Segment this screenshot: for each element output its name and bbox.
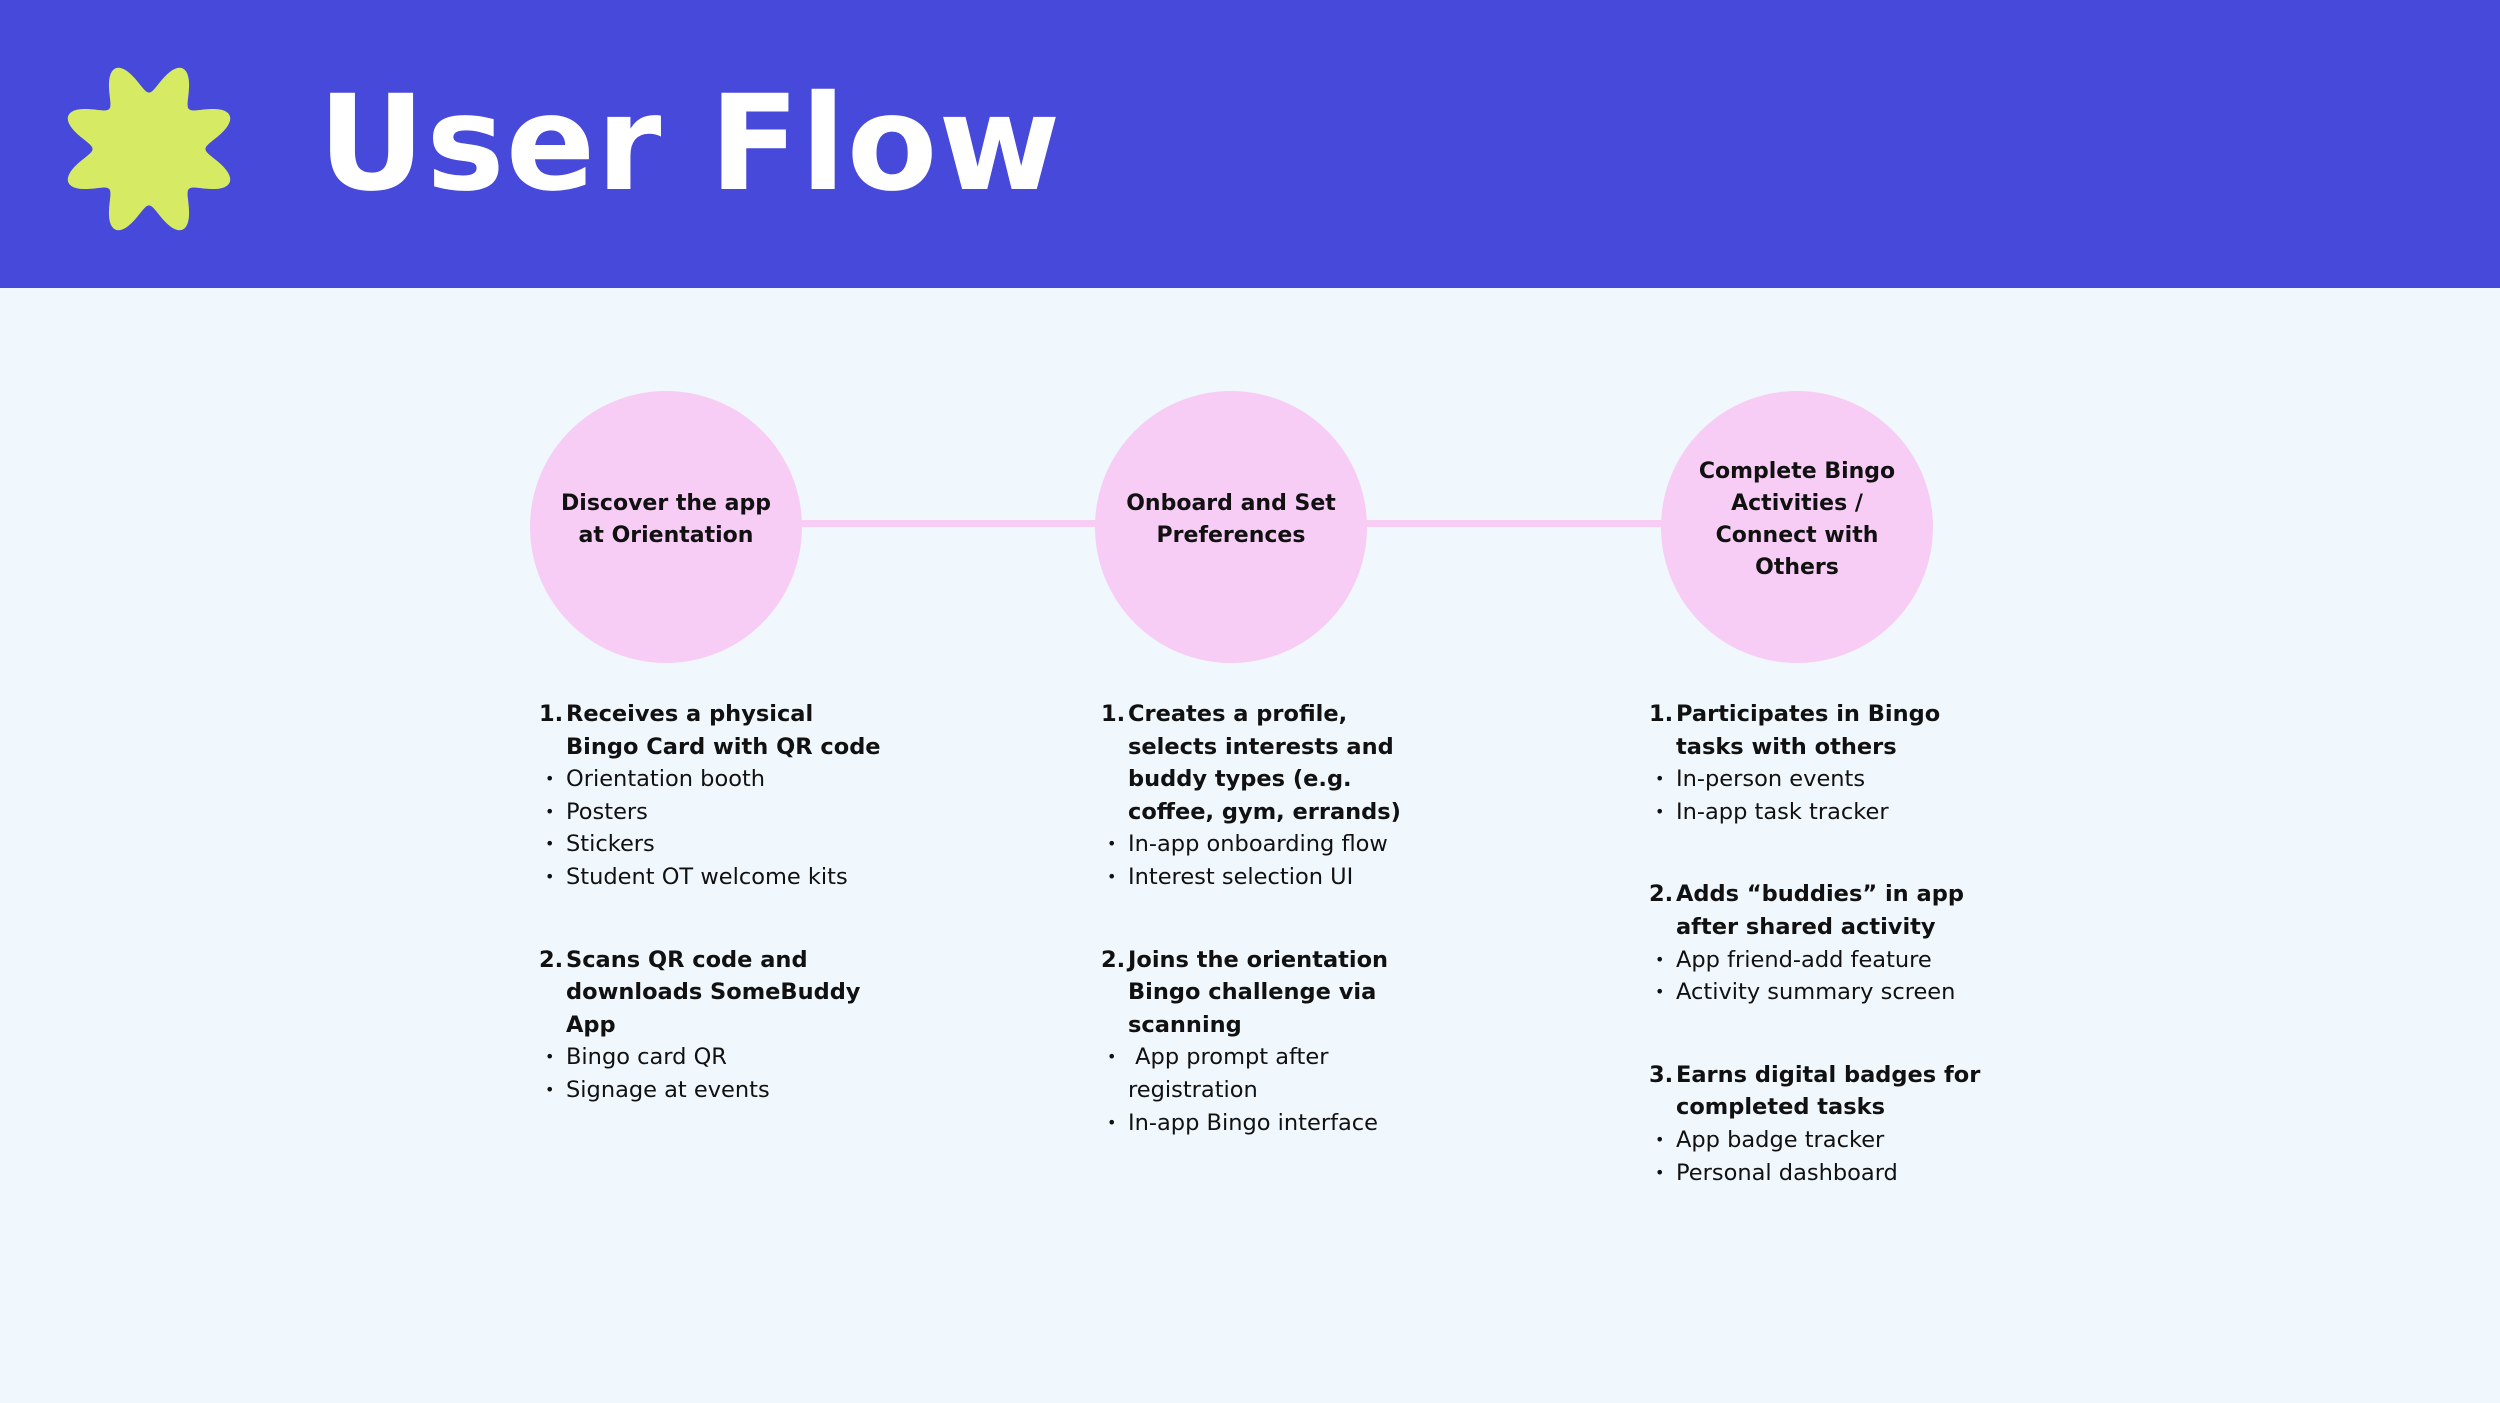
list-item: In-app task tracker bbox=[1655, 796, 2009, 829]
list-item: Interest selection UI bbox=[1107, 861, 1436, 894]
stage-2-step-2: 2. Joins the orientation Bingo challenge… bbox=[1101, 944, 1436, 1140]
stage-3-circle: Complete Bingo Activities / Connect with… bbox=[1661, 391, 1933, 663]
list-item: App friend-add feature bbox=[1655, 944, 2009, 977]
step-number: 2. bbox=[1649, 881, 1674, 908]
stage-3-step-3: 3. Earns digital badges for completed ta… bbox=[1649, 1059, 2009, 1189]
stage-3-title: Complete Bingo Activities / Connect with… bbox=[1698, 459, 1896, 580]
step-items: App prompt after registration In-app Bin… bbox=[1107, 1041, 1436, 1140]
flower-icon bbox=[67, 67, 231, 231]
stage-1-title: Discover the app at Orientation bbox=[561, 491, 771, 548]
stage-3-step-2: 2. Adds “buddies” in app after shared ac… bbox=[1649, 878, 2009, 1008]
list-item: Bingo card QR bbox=[545, 1041, 884, 1074]
list-item: App prompt after registration bbox=[1107, 1041, 1436, 1106]
step-number: 1. bbox=[539, 701, 564, 727]
step-items: App badge tracker Personal dashboard bbox=[1655, 1124, 2009, 1190]
list-item: Orientation booth bbox=[545, 763, 884, 796]
list-item: In-app onboarding flow bbox=[1107, 828, 1436, 861]
list-item: Stickers bbox=[545, 828, 884, 861]
step-title: Receives a physical Bingo Card with QR c… bbox=[566, 701, 881, 760]
stage-1-step-1: 1. Receives a physical Bingo Card with Q… bbox=[539, 698, 884, 894]
stage-2-step-1: 1. Creates a profile, selects interests … bbox=[1101, 698, 1436, 894]
stage-1-steps: 1. Receives a physical Bingo Card with Q… bbox=[539, 698, 884, 1107]
step-title: Joins the orientation Bingo challenge vi… bbox=[1128, 946, 1389, 1038]
list-item: Posters bbox=[545, 796, 884, 829]
header-banner: User Flow bbox=[0, 0, 2500, 288]
flow-connector-1 bbox=[800, 520, 1098, 527]
step-title: Creates a profile, selects interests and… bbox=[1128, 701, 1401, 825]
stage-1-circle: Discover the app at Orientation bbox=[530, 391, 802, 663]
stage-3-step-1: 1. Participates in Bingo tasks with othe… bbox=[1649, 698, 2009, 828]
list-item: Activity summary screen bbox=[1655, 976, 2009, 1009]
stage-2-title: Onboard and Set Preferences bbox=[1126, 491, 1336, 548]
step-items: In-person events In-app task tracker bbox=[1655, 763, 2009, 829]
step-items: In-app onboarding flow Interest selectio… bbox=[1107, 828, 1436, 894]
stage-3-steps: 1. Participates in Bingo tasks with othe… bbox=[1649, 698, 2009, 1189]
step-number: 2. bbox=[1101, 946, 1126, 973]
step-title: Adds “buddies” in app after shared activ… bbox=[1676, 881, 1964, 940]
step-number: 1. bbox=[1101, 701, 1126, 727]
list-item: Signage at events bbox=[545, 1074, 884, 1107]
list-item: Personal dashboard bbox=[1655, 1157, 2009, 1190]
page-title: User Flow bbox=[318, 67, 1062, 221]
stage-2-steps: 1. Creates a profile, selects interests … bbox=[1101, 698, 1436, 1139]
stage-2-circle: Onboard and Set Preferences bbox=[1095, 391, 1367, 663]
list-item: In-app Bingo interface bbox=[1107, 1107, 1436, 1140]
step-title: Scans QR code and downloads SomeBuddy Ap… bbox=[566, 946, 861, 1038]
step-title: Earns digital badges for completed tasks bbox=[1676, 1061, 1981, 1121]
step-items: App friend-add feature Activity summary … bbox=[1655, 944, 2009, 1009]
step-items: Orientation booth Posters Stickers Stude… bbox=[545, 763, 884, 894]
flow-connector-2 bbox=[1364, 520, 1664, 527]
step-number: 3. bbox=[1649, 1061, 1674, 1088]
list-item: In-person events bbox=[1655, 763, 2009, 796]
step-items: Bingo card QR Signage at events bbox=[545, 1041, 884, 1107]
step-number: 2. bbox=[539, 946, 564, 973]
step-title: Participates in Bingo tasks with others bbox=[1676, 701, 1941, 760]
list-item: App badge tracker bbox=[1655, 1124, 2009, 1157]
step-number: 1. bbox=[1649, 701, 1674, 727]
list-item: Student OT welcome kits bbox=[545, 861, 884, 894]
stage-1-step-2: 2. Scans QR code and downloads SomeBuddy… bbox=[539, 944, 884, 1107]
